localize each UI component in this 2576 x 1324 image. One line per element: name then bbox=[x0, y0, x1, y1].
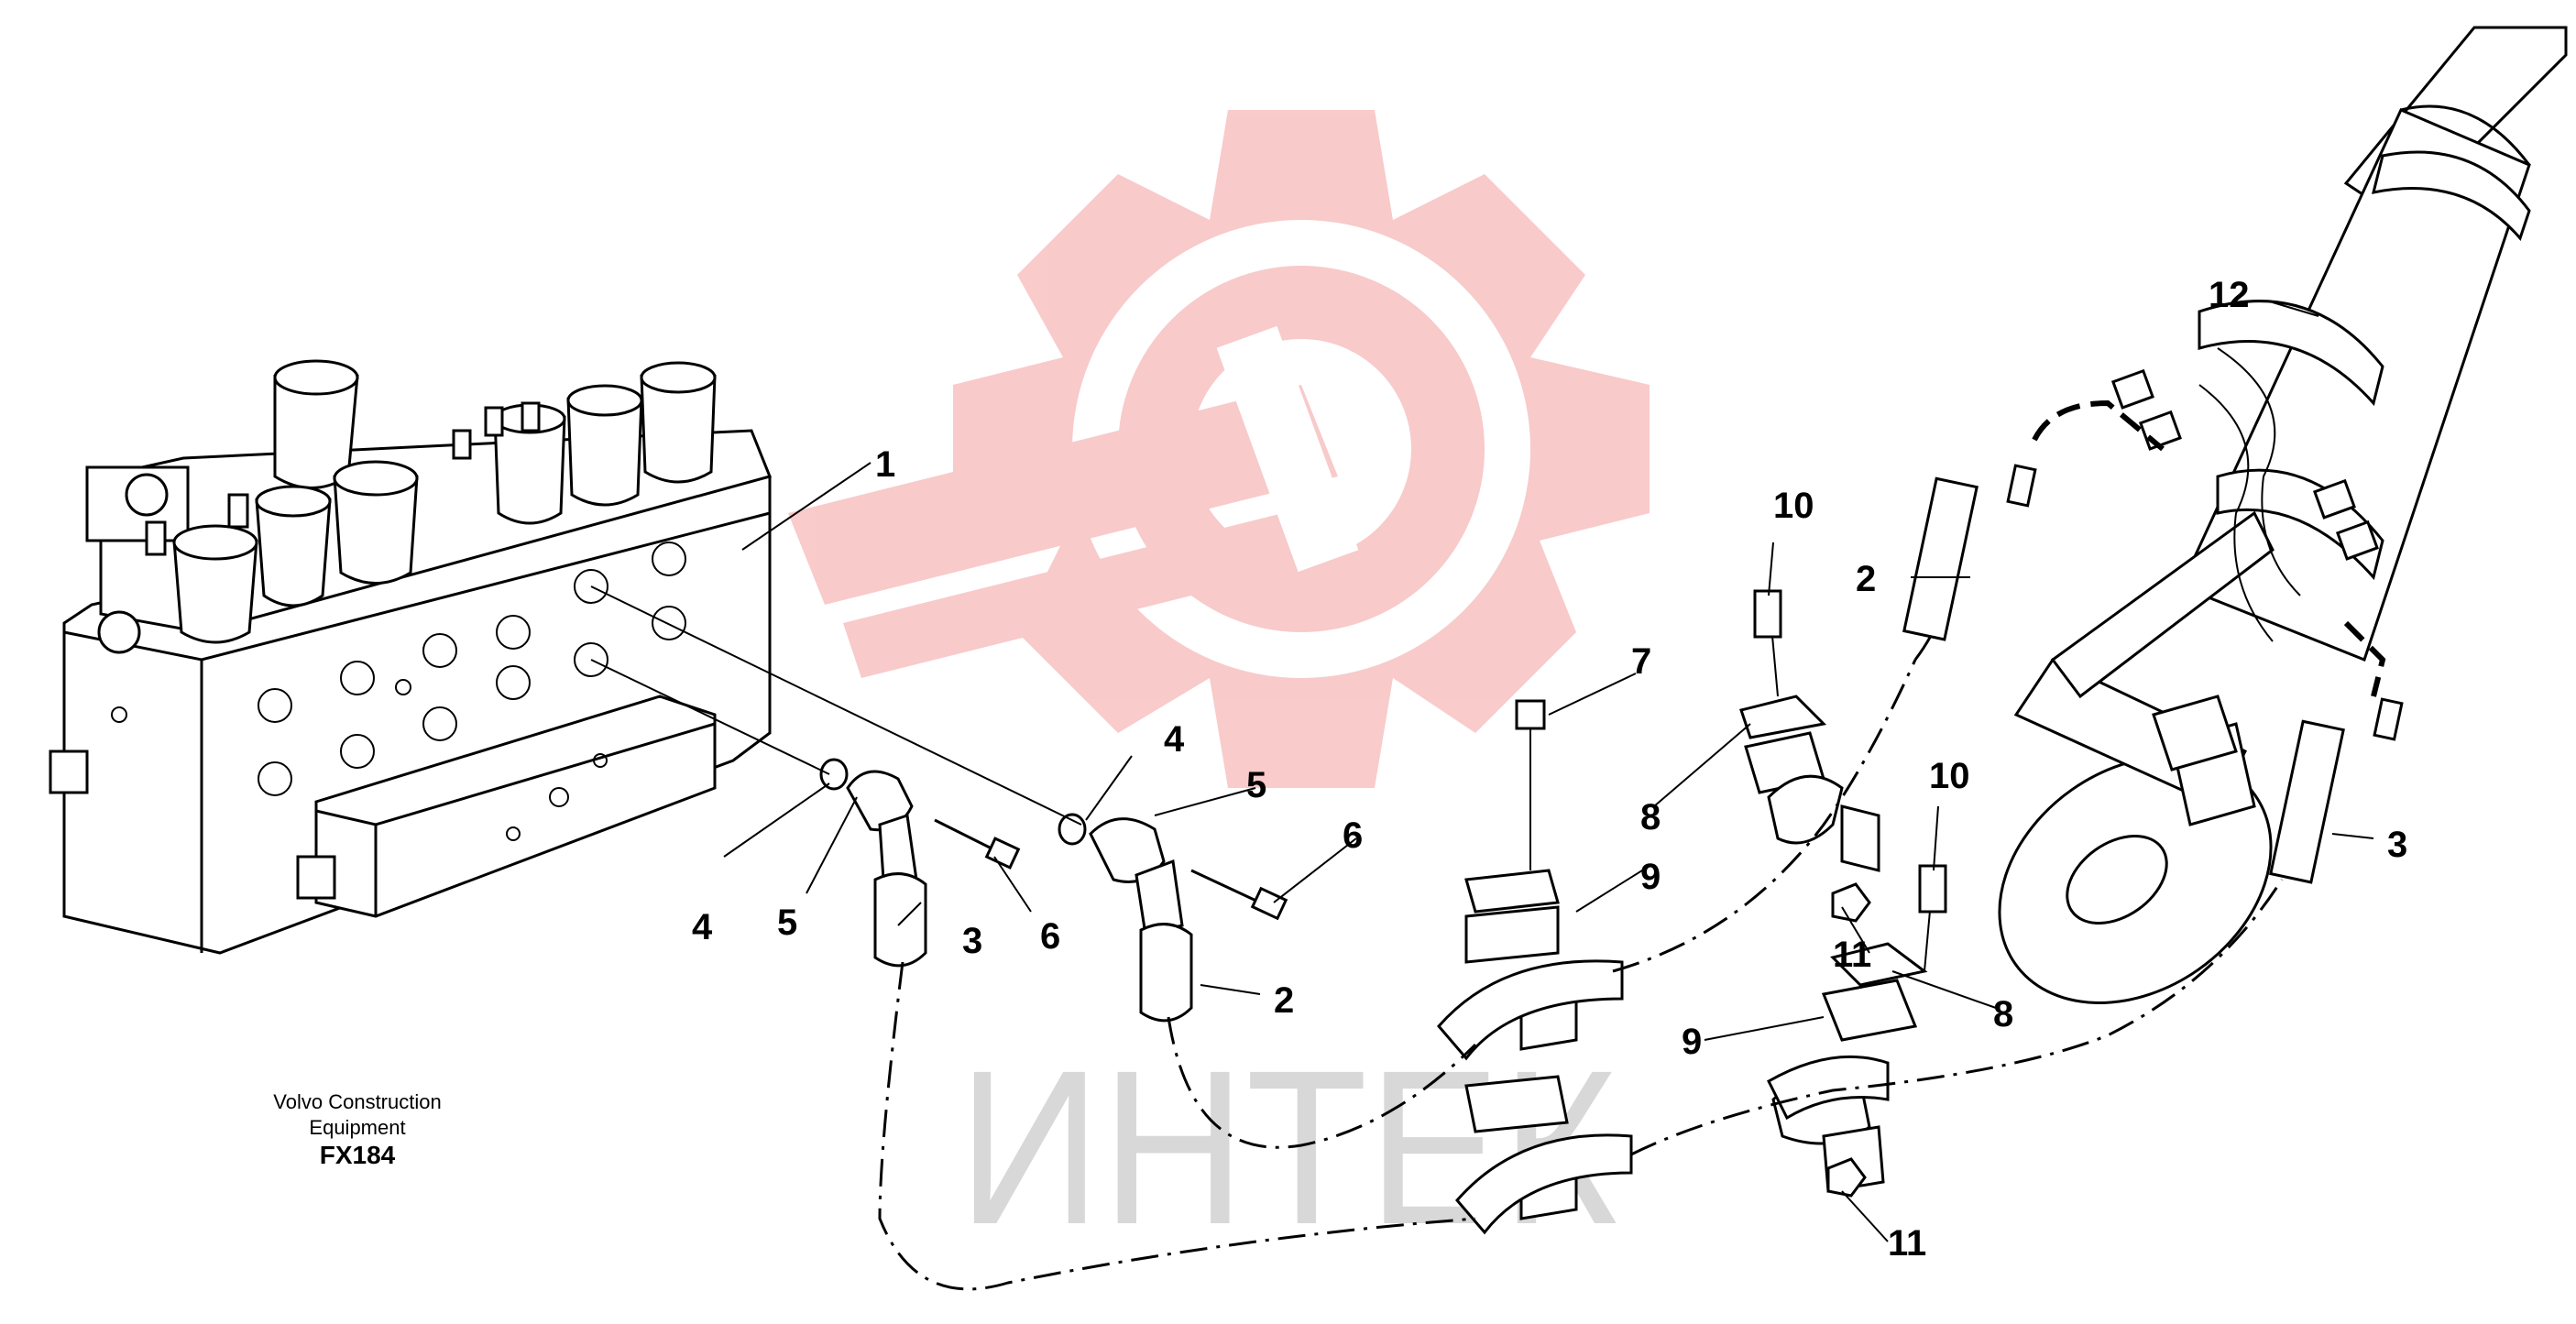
callout-5-right: 5 bbox=[1246, 765, 1266, 805]
callout-leader-lines bbox=[723, 301, 2374, 1242]
right-hose-section bbox=[1139, 923, 1193, 1023]
clamp-stack-upper bbox=[1739, 589, 1880, 872]
left-hose-section bbox=[873, 872, 927, 968]
callout-9-lower: 9 bbox=[1682, 1022, 1702, 1062]
watermark-gear-logo bbox=[788, 110, 1650, 788]
callout-10-lower: 10 bbox=[1929, 756, 1970, 796]
figure-code: FX184 bbox=[320, 1141, 396, 1169]
callout-3-cylinder: 3 bbox=[2387, 825, 2407, 865]
callout-12: 12 bbox=[2209, 275, 2250, 315]
callout-4-left: 4 bbox=[692, 907, 713, 947]
credit-block: Volvo Construction Equipment FX184 bbox=[273, 1090, 441, 1169]
callout-11-upper: 11 bbox=[1833, 935, 1871, 975]
callout-6-left: 6 bbox=[1040, 916, 1060, 957]
callout-9-upper: 9 bbox=[1640, 857, 1661, 897]
callout-8-upper: 8 bbox=[1640, 797, 1661, 837]
callout-4-right: 4 bbox=[1164, 719, 1185, 760]
clamp-stack-lower bbox=[1771, 864, 1947, 1198]
callout-2-cylinder: 2 bbox=[1856, 559, 1876, 599]
callout-6-right: 6 bbox=[1343, 815, 1363, 856]
callout-1: 1 bbox=[875, 444, 895, 485]
right-elbow-fitting bbox=[1058, 813, 1288, 936]
valve-ports bbox=[111, 542, 686, 796]
watermark-text: ИНТЕК bbox=[958, 1024, 1617, 1270]
callout-5-left: 5 bbox=[777, 903, 797, 943]
callout-8-lower: 8 bbox=[1993, 994, 2013, 1034]
callout-7: 7 bbox=[1631, 641, 1651, 682]
credit-line-1: Volvo Construction bbox=[273, 1090, 441, 1113]
callout-10-upper: 10 bbox=[1773, 486, 1814, 526]
valve-block-assembly bbox=[49, 359, 773, 955]
callout-labels: 1 2 2 3 3 4 4 5 5 6 6 7 8 8 9 9 10 10 11… bbox=[692, 275, 2407, 1264]
cylinder-hose-connectors bbox=[1902, 399, 2404, 884]
callout-11-lower: 11 bbox=[1888, 1223, 1926, 1264]
credit-line-2: Equipment bbox=[309, 1116, 405, 1139]
hydraulic-cylinder bbox=[1998, 26, 2568, 1004]
bent-tubes bbox=[1437, 959, 1890, 1235]
callout-3-hose: 3 bbox=[962, 921, 982, 961]
callout-2-hose: 2 bbox=[1274, 980, 1294, 1021]
solenoid-coils bbox=[172, 359, 717, 644]
